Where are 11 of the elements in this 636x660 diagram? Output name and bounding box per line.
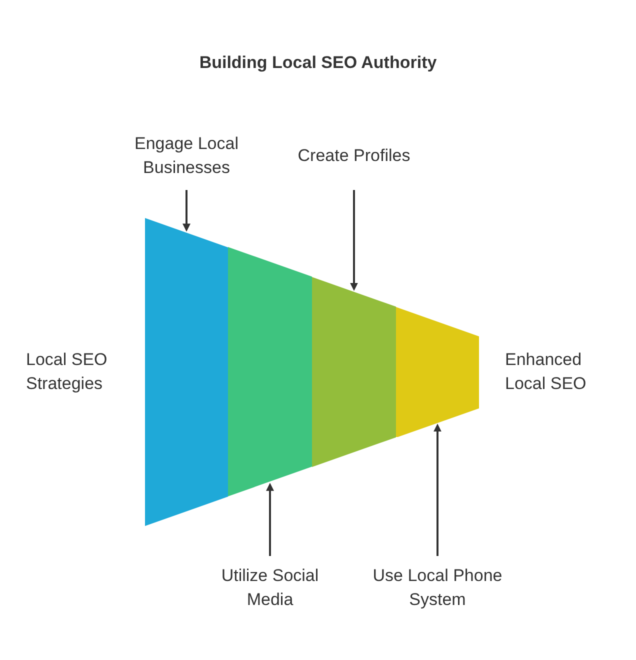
step-label: Use Local Phone System <box>372 565 504 611</box>
step-label: Create Profiles <box>298 145 410 167</box>
arrow <box>350 190 358 291</box>
stage-label: Enhanced Local SEO <box>505 349 588 395</box>
stage-label: Local SEO Strategies <box>26 349 108 395</box>
step-label: Engage Local Businesses <box>134 133 240 179</box>
step-label: Utilize Social Media <box>220 565 320 611</box>
arrow <box>266 482 274 556</box>
arrow <box>434 424 442 556</box>
title: Building Local SEO Authority <box>199 52 437 74</box>
arrow <box>182 190 190 232</box>
